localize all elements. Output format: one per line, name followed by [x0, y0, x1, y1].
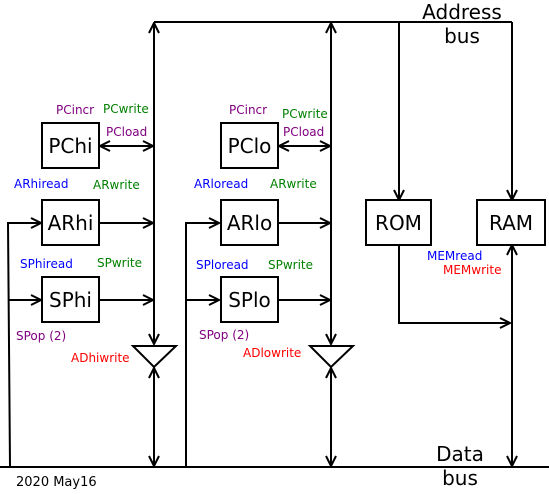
arhi-box [41, 199, 100, 246]
pchi-label: PChi [48, 134, 92, 158]
pclo-label: PClo [228, 134, 272, 158]
hi-driver-triangle [130, 345, 179, 369]
signal-hi-adwrite: ADhiwrite [71, 351, 130, 365]
signal-hi-spwrite: SPwrite [97, 256, 142, 270]
signal-hi-pcwrite: PCwrite [103, 102, 149, 116]
address-bus-subtitle: bus [444, 24, 480, 48]
signal-hi-spread: SPhiread [20, 257, 73, 271]
ram-box [476, 199, 546, 246]
signal-lo-spwrite: SPwrite [268, 258, 313, 272]
signal-lo-spop: SPop (2) [199, 328, 249, 342]
signal-hi-arwrite: ARwrite [93, 178, 140, 192]
data-bus-title: Data [436, 442, 484, 466]
rom-box [365, 199, 432, 246]
ram-label: RAM [489, 211, 533, 235]
pclo-box [220, 122, 279, 169]
signal-lo-pcwrite: PCwrite [282, 107, 328, 121]
sphi-label: SPhi [49, 288, 92, 312]
arhi-label: ARhi [48, 211, 94, 235]
signal-lo-arwrite: ARwrite [270, 177, 317, 191]
databus-to-arhi [6, 223, 41, 467]
arlo-box [220, 199, 279, 246]
rom-to-databus [398, 244, 510, 323]
lo-driver-triangle [307, 345, 356, 369]
signal-hi-pcload: PCload [106, 125, 147, 139]
signal-hi-spop: SPop (2) [16, 329, 66, 343]
splo-box [220, 276, 279, 323]
signal-lo-spread: SPloread [196, 258, 249, 272]
sphi-box [41, 276, 100, 323]
address-bus-title: Address [422, 0, 502, 24]
databus-to-arlo [185, 223, 219, 466]
signal-hi-pcincr: PCincr [56, 103, 94, 117]
splo-label: SPlo [228, 288, 271, 312]
signal-memread: MEMread [427, 249, 482, 263]
signal-hi-arread: ARhiread [14, 177, 69, 191]
diagram-date: 2020 May16 [16, 475, 97, 490]
signal-lo-arread: ARloread [194, 177, 248, 191]
arlo-label: ARlo [227, 211, 272, 235]
pchi-box [41, 122, 100, 169]
signal-lo-pcincr: PCincr [229, 103, 267, 117]
rom-label: ROM [375, 211, 422, 235]
data-bus-subtitle: bus [442, 466, 478, 490]
signal-lo-pcload: PCload [283, 125, 324, 139]
signal-memwrite: MEMwrite [443, 263, 501, 277]
signal-lo-adwrite: ADlowrite [243, 346, 301, 360]
